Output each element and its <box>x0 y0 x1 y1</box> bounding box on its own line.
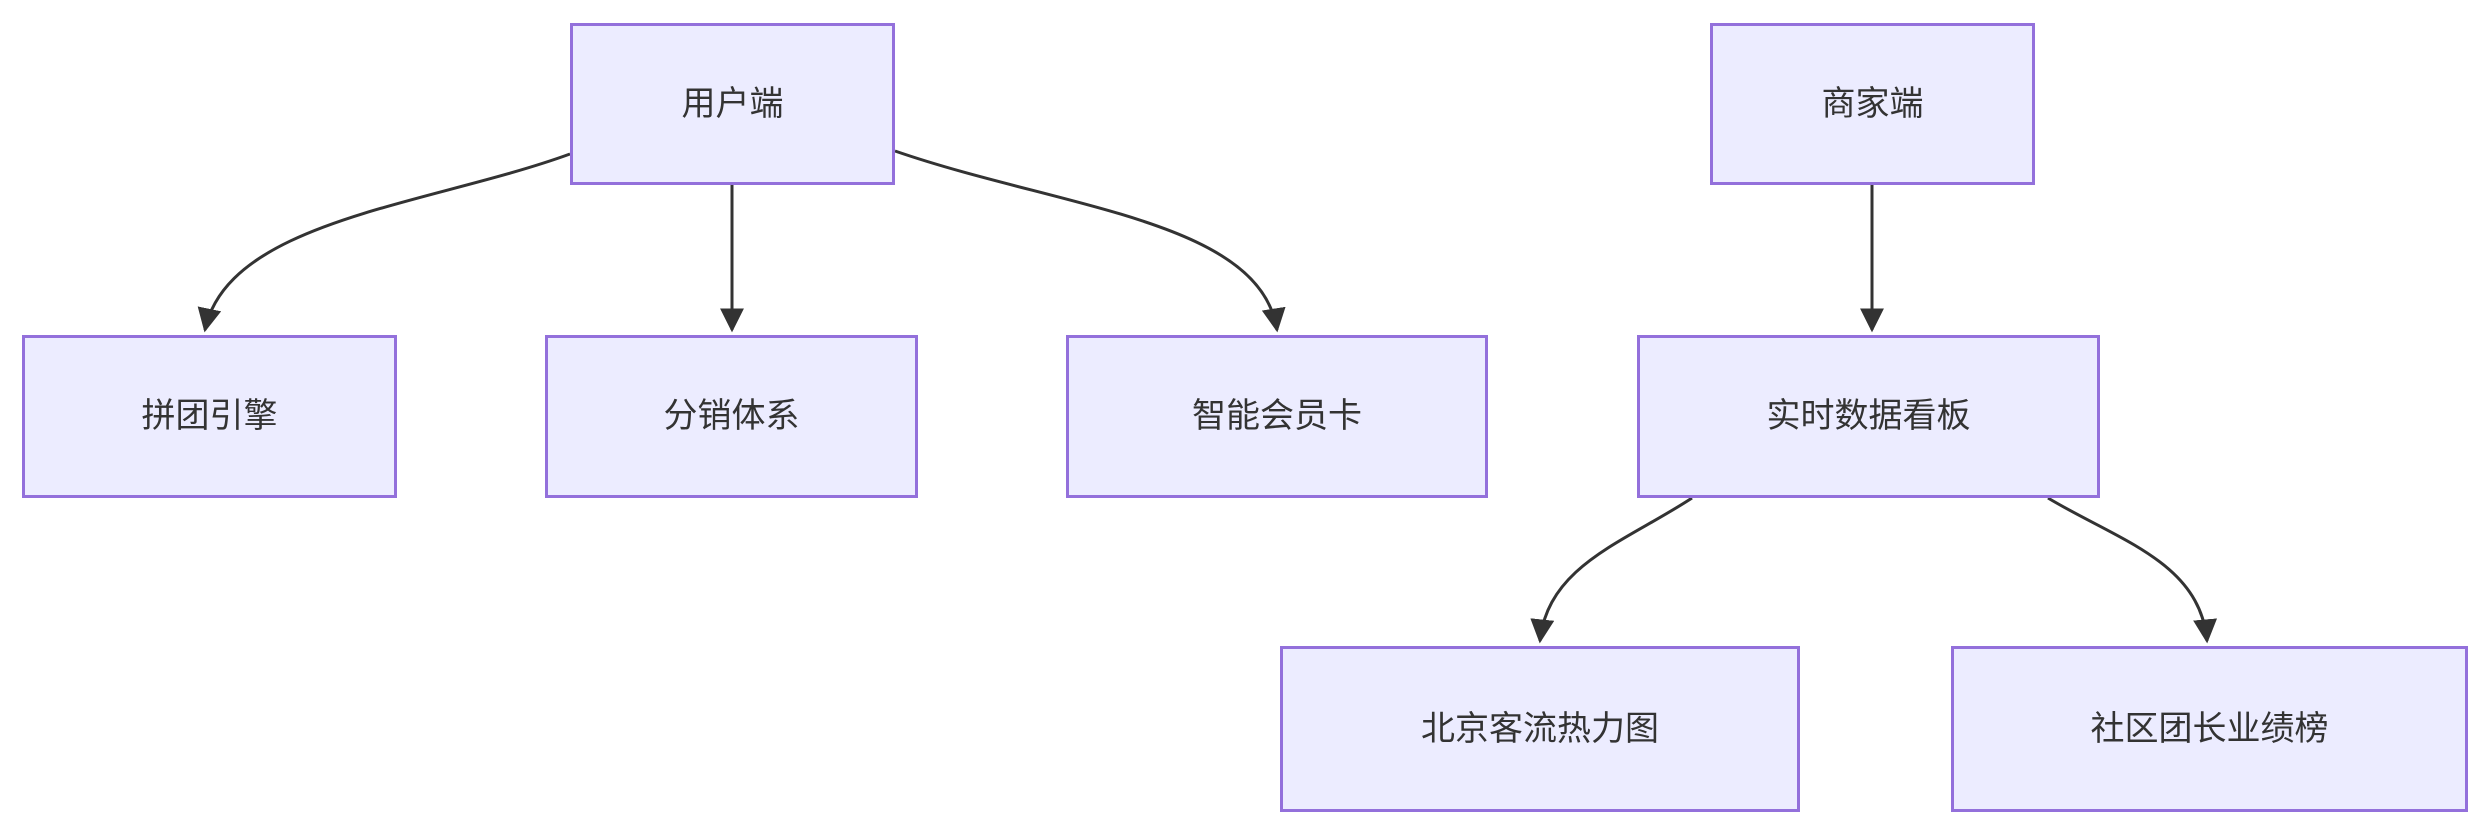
node-dashboard-label: 实时数据看板 <box>1766 397 1971 436</box>
edge-dashboard-to-heatmap <box>1530 496 1693 644</box>
node-leaderboard-label: 社区团长业绩榜 <box>2090 709 2329 748</box>
node-heatmap-label: 北京客流热力图 <box>1421 709 1659 748</box>
node-smart-card-label: 智能会员卡 <box>1192 397 1362 436</box>
node-merchant-side-label: 商家端 <box>1821 84 1924 123</box>
node-dashboard: 实时数据看板 <box>1637 335 2100 498</box>
node-distribution-label: 分销体系 <box>663 397 800 436</box>
node-smart-card: 智能会员卡 <box>1066 335 1488 498</box>
node-merchant-side: 商家端 <box>1710 23 2035 185</box>
node-leaderboard: 社区团长业绩榜 <box>1951 646 2468 812</box>
node-user-side: 用户端 <box>570 23 895 185</box>
edge-user-side-to-group-engine <box>197 152 571 333</box>
node-heatmap: 北京客流热力图 <box>1280 646 1800 812</box>
edge-user-side-to-smart-card <box>894 149 1286 333</box>
node-distribution: 分销体系 <box>545 335 918 498</box>
node-group-engine: 拼团引擎 <box>22 335 397 498</box>
edge-dashboard-to-leaderboard <box>2047 496 2218 644</box>
node-user-side-label: 用户端 <box>681 84 784 123</box>
node-group-engine-label: 拼团引擎 <box>141 397 278 436</box>
